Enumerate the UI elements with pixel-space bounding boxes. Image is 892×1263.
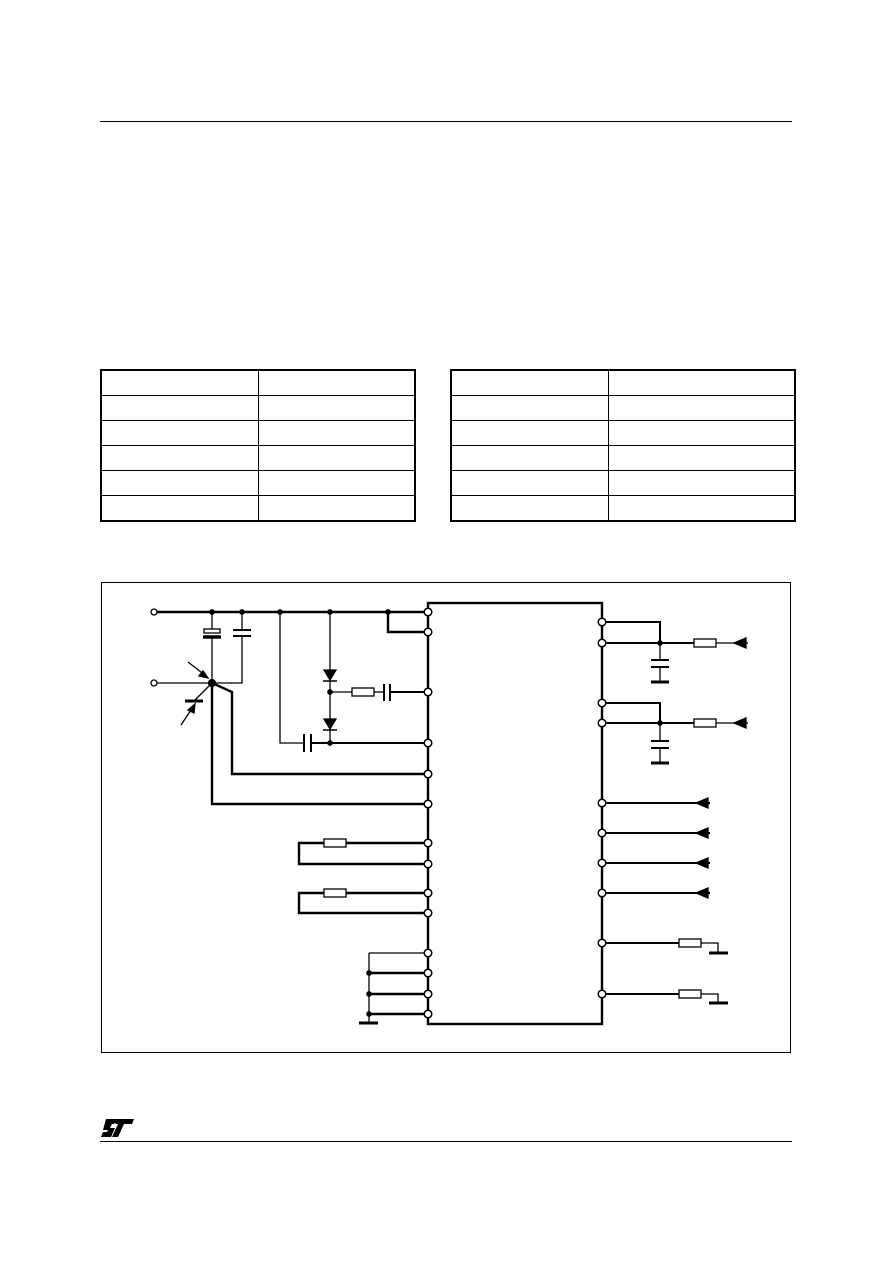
- arrow-icon: [187, 661, 210, 680]
- table-cell: [100, 395, 259, 421]
- resistor: [678, 989, 702, 999]
- table-cell: [607, 420, 796, 446]
- ground-bus: [359, 952, 428, 1025]
- schematic-frame: [101, 582, 791, 1053]
- table-row: [450, 369, 796, 396]
- capacitor: [212, 612, 251, 684]
- table-cell: [100, 470, 259, 496]
- table-cell: [257, 395, 416, 421]
- table-cell: [257, 495, 416, 522]
- supply-rail: [156, 609, 428, 634]
- arrow-icon: [180, 702, 196, 726]
- table-cell: [450, 495, 609, 522]
- terminal: [150, 679, 158, 687]
- table-row: [100, 470, 416, 496]
- ic-pins-left: [423, 607, 433, 1019]
- header-rule: [100, 121, 792, 122]
- table-cell: [450, 369, 609, 396]
- resistor: [678, 938, 702, 948]
- table-row: [100, 420, 416, 446]
- st-logo-icon: [101, 1119, 134, 1137]
- resistor: [693, 638, 717, 648]
- input-lines: [602, 797, 710, 899]
- table-cell: [607, 495, 796, 522]
- table-row: [100, 445, 416, 471]
- table-cell: [257, 445, 416, 471]
- resistor: [351, 687, 375, 697]
- capacitor: [203, 612, 221, 683]
- arrow-icon: [694, 797, 709, 809]
- table-cell: [100, 445, 259, 471]
- table-cell: [607, 395, 796, 421]
- table-cell: [257, 470, 416, 496]
- table-cell: [450, 420, 609, 446]
- table-cell: [450, 470, 609, 496]
- table-row: [100, 495, 416, 522]
- table-cell: [257, 420, 416, 446]
- pin-table-right: [450, 369, 796, 522]
- resistor-loop: [297, 838, 428, 866]
- ic-pins-right: [597, 617, 607, 999]
- arrow-icon: [694, 887, 709, 899]
- resistor: [323, 888, 347, 898]
- table-cell: [100, 369, 259, 396]
- rc-input-network: [602, 702, 748, 765]
- table-row: [100, 395, 416, 421]
- arrow-icon: [732, 637, 747, 649]
- table-cell: [100, 495, 259, 522]
- rc-input-network: [602, 621, 748, 684]
- ic-package: [426, 601, 604, 1026]
- arrow-icon: [694, 857, 709, 869]
- arrow-icon: [694, 827, 709, 839]
- resistor-to-ground: [602, 938, 728, 955]
- table-row: [450, 395, 796, 421]
- wire: [279, 612, 303, 744]
- table-row: [450, 495, 796, 522]
- resistor: [323, 838, 347, 848]
- table-cell: [607, 470, 796, 496]
- table-row: [100, 369, 416, 396]
- arrow-icon: [732, 717, 747, 729]
- capacitor: [303, 734, 312, 752]
- resistor-to-ground: [602, 989, 728, 1005]
- resistor-loop: [297, 888, 428, 915]
- diode-icon: [322, 669, 338, 682]
- wire: [194, 682, 213, 701]
- footer-rule: [100, 1141, 792, 1142]
- table-cell: [257, 369, 416, 396]
- resistor: [693, 718, 717, 728]
- application-circuit-diagram: [150, 601, 748, 1026]
- table-row: [450, 420, 796, 446]
- wire: [210, 683, 428, 806]
- table-cell: [450, 445, 609, 471]
- table-cell: [100, 420, 259, 446]
- table-row: [450, 445, 796, 471]
- table-cell: [450, 395, 609, 421]
- wire: [211, 681, 428, 776]
- terminal: [150, 608, 158, 616]
- capacitor: [383, 684, 391, 701]
- pin-table-left: [100, 369, 416, 522]
- table-cell: [607, 369, 796, 396]
- diode-icon: [322, 718, 338, 731]
- table-row: [450, 470, 796, 496]
- table-cell: [607, 445, 796, 471]
